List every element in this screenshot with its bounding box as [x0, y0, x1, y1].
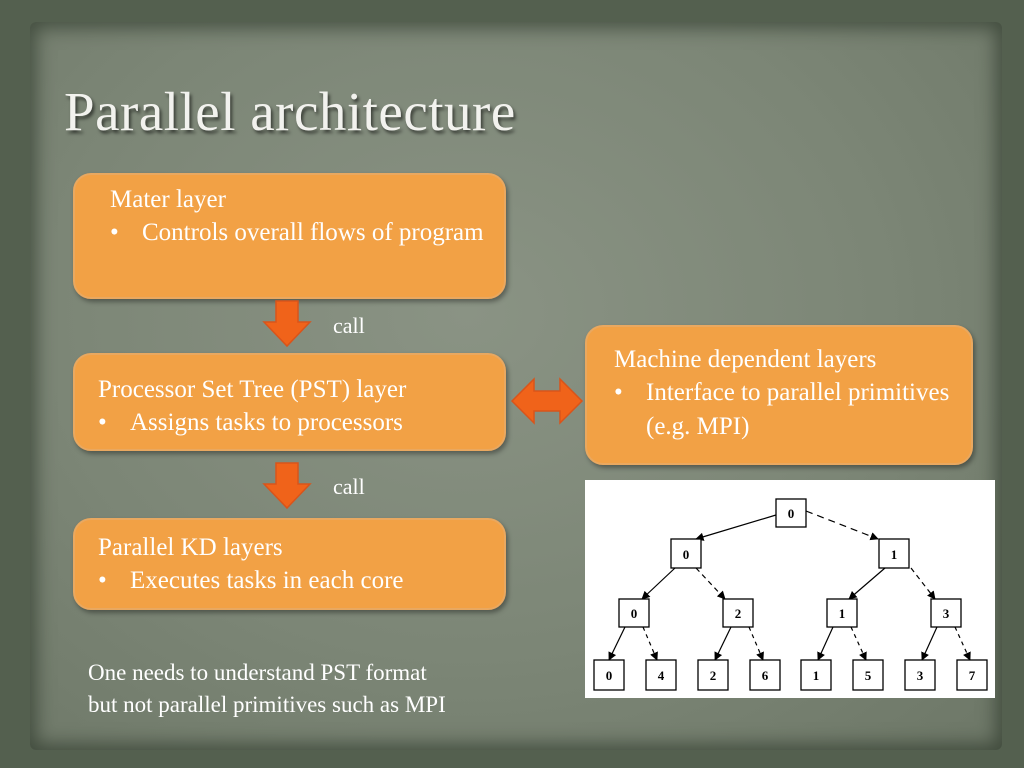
footnote-line-1: One needs to understand PST format	[88, 660, 427, 685]
bullet-marker: •	[110, 219, 119, 246]
kd-layers-bullet: • Executes tasks in each core	[98, 564, 484, 598]
down-arrow-icon	[262, 300, 312, 348]
tree-edge	[848, 567, 886, 600]
svg-text:4: 4	[658, 668, 665, 683]
tree-node: 0	[775, 498, 807, 528]
svg-text:0: 0	[788, 506, 795, 521]
tree-node: 5	[852, 659, 884, 691]
tree-edge	[921, 626, 938, 661]
tree-edge	[642, 626, 658, 661]
tree-edge	[695, 514, 777, 541]
tree-node: 1	[800, 659, 832, 691]
tree-edges	[608, 510, 971, 661]
bullet-marker: •	[98, 567, 107, 594]
svg-text:1: 1	[813, 668, 820, 683]
tree-edge	[748, 626, 764, 661]
tree-edge	[954, 626, 971, 661]
svg-text:7: 7	[969, 668, 976, 683]
tree-node: 4	[645, 659, 677, 691]
tree-node: 0	[670, 538, 702, 569]
svg-text:2: 2	[710, 668, 717, 683]
machine-layers-bullet: • Interface to parallel primitives (e.g.…	[614, 376, 955, 444]
tree-edge	[695, 567, 726, 600]
pst-layer-heading: Processor Set Tree (PST) layer	[98, 376, 407, 403]
kd-layers-bullet-text: Executes tasks in each core	[130, 567, 404, 594]
svg-text:6: 6	[762, 668, 769, 683]
master-layer-heading: Mater layer	[110, 186, 226, 213]
call-label: call	[333, 313, 365, 338]
tree-edge	[641, 567, 676, 600]
tree-edge	[910, 567, 936, 600]
tree-edge	[817, 626, 834, 661]
tree-node: 0	[593, 659, 625, 691]
tree-node: 2	[697, 659, 729, 691]
tree-edge	[714, 626, 732, 661]
tree-edge	[805, 510, 879, 541]
pst-layer-box: Processor Set Tree (PST) layer • Assigns…	[73, 353, 506, 451]
master-layer-bullet-text: Controls overall flows of program	[142, 219, 484, 246]
svg-text:2: 2	[735, 606, 742, 621]
call-label: call	[333, 474, 365, 499]
bullet-marker: •	[98, 409, 107, 436]
svg-text:1: 1	[891, 547, 898, 562]
svg-text:0: 0	[606, 668, 613, 683]
svg-text:5: 5	[865, 668, 872, 683]
tree-node: 2	[722, 598, 754, 628]
svg-text:3: 3	[943, 606, 950, 621]
tree-node: 1	[826, 598, 858, 628]
machine-layers-bullet-text: Interface to parallel primitives (e.g. M…	[646, 379, 950, 440]
double-arrow-icon	[510, 377, 584, 425]
master-layer-box: Mater layer • Controls overall flows of …	[73, 173, 506, 299]
pst-layer-bullet: • Assigns tasks to processors	[98, 406, 484, 440]
machine-layers-box: Machine dependent layers • Interface to …	[585, 325, 973, 465]
kd-layers-heading: Parallel KD layers	[98, 534, 283, 561]
svg-text:1: 1	[839, 606, 846, 621]
down-arrow-icon	[262, 462, 312, 510]
tree-node: 0	[618, 598, 650, 628]
slide-title: Parallel architecture	[64, 81, 516, 142]
tree-edge	[608, 626, 626, 661]
kd-layers-box: Parallel KD layers • Executes tasks in e…	[73, 518, 506, 610]
tree-node: 7	[956, 659, 988, 691]
svg-text:0: 0	[683, 547, 690, 562]
tree-node: 3	[904, 659, 936, 691]
pst-layer-bullet-text: Assigns tasks to processors	[130, 409, 403, 436]
binary-tree-diagram: 0 0 1 0 2 1 3 0 4 2 6 1	[585, 480, 995, 698]
tree-edge	[850, 626, 867, 661]
svg-text:3: 3	[917, 668, 924, 683]
footnote-line-2: but not parallel primitives such as MPI	[88, 692, 446, 717]
tree-node: 1	[878, 538, 910, 569]
bullet-marker: •	[614, 379, 623, 406]
machine-layers-heading: Machine dependent layers	[614, 346, 877, 373]
footnote-text: One needs to understand PST format but n…	[88, 657, 548, 721]
master-layer-bullet: • Controls overall flows of program	[110, 216, 484, 250]
tree-node: 6	[749, 659, 781, 691]
tree-node: 3	[930, 598, 962, 628]
svg-text:0: 0	[631, 606, 638, 621]
